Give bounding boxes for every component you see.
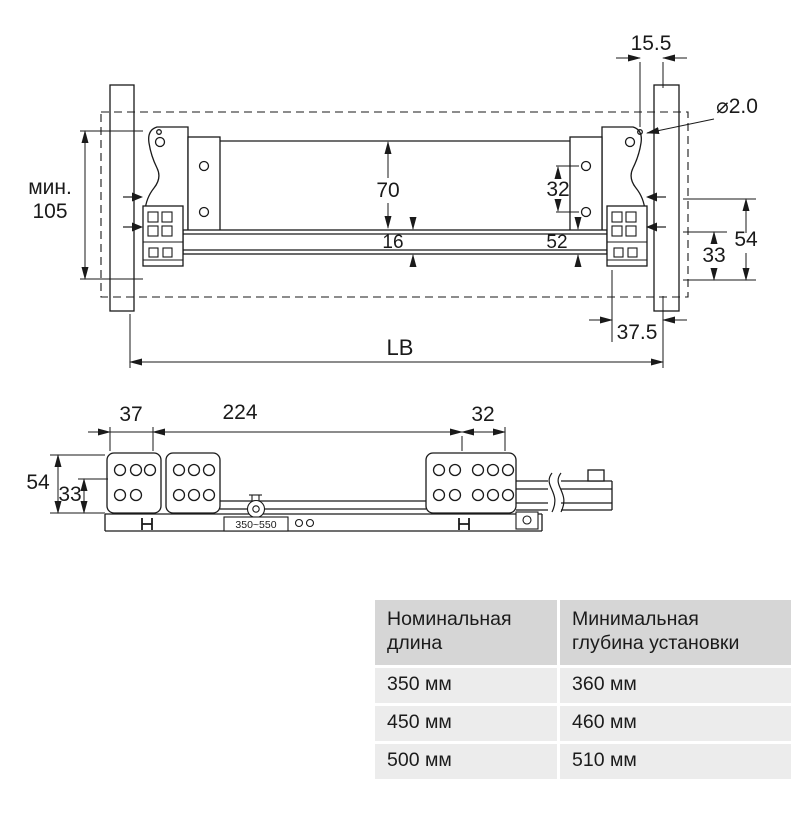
- mount-arrow-icon: [646, 192, 657, 202]
- mounting-plate: [425, 452, 517, 514]
- dim-32-side: 32: [461, 403, 506, 451]
- mount-arrow-icon: [132, 192, 143, 202]
- mounting-plate: [165, 452, 221, 514]
- rear-hook: [515, 511, 539, 530]
- spec-table: Номинальная длина Минимальная глубина ус…: [375, 600, 791, 779]
- spec-table-header-row: Номинальная длина Минимальная глубина ус…: [375, 600, 791, 665]
- side-view: 350~550 37 224 32: [26, 401, 613, 532]
- col-header-min-install-depth: Минимальная глубина установки: [560, 600, 791, 665]
- cell-min-depth: 460 мм: [560, 705, 791, 741]
- dim-15-5: 15.5: [616, 32, 687, 127]
- left-locking-clip: [142, 205, 184, 267]
- table-row: 500 мм 510 мм: [375, 743, 791, 779]
- side-view-dimensions: 37 224 32 54 33: [26, 401, 506, 514]
- front-view: 15.5 ⌀2.0 мин. 105 70: [28, 32, 758, 368]
- dim-33-side: 33: [58, 478, 108, 514]
- screw-hole: [580, 160, 592, 172]
- rail-hook: [587, 469, 605, 482]
- length-label-box: [223, 516, 289, 532]
- break-squiggle-icon: [548, 472, 556, 513]
- right-locking-clip: [606, 205, 648, 267]
- drawer-outline-dashed: [100, 111, 689, 298]
- pin-hole-2mm: [637, 129, 643, 135]
- break-squiggle-icon: [557, 472, 565, 513]
- dim-33-side-label: 33: [58, 483, 81, 506]
- clip-slot-icon: [458, 518, 470, 530]
- dim-lb-label: LB: [387, 335, 414, 360]
- dim-32-label: 32: [546, 178, 569, 201]
- dim-54-label: 54: [734, 228, 758, 251]
- dim-52: 52: [546, 217, 582, 267]
- break-mask: [548, 473, 561, 512]
- dim-224-label: 224: [222, 401, 257, 424]
- rail-length-range-label: 350~550: [235, 519, 276, 531]
- dim-16: 16: [382, 217, 417, 267]
- adjustment-mechanism: 350~550: [223, 494, 539, 532]
- hole-diameter-label: ⌀2.0: [716, 95, 758, 118]
- dim-54-front: 54: [683, 198, 758, 281]
- dim-70-label: 70: [376, 179, 399, 202]
- cell-nominal-length: 450 мм: [375, 705, 557, 741]
- dim-33-front: 33: [683, 231, 727, 281]
- front-mounting-plates: [106, 452, 221, 530]
- dim-32-front: 32: [546, 165, 579, 213]
- dim-min-105: мин. 105: [28, 130, 143, 280]
- table-row: 350 мм 360 мм: [375, 667, 791, 703]
- min-depth-value: 105: [32, 200, 67, 223]
- mount-arrow-icon: [646, 222, 657, 232]
- right-cabinet-panel: [653, 84, 680, 312]
- dim-33-label: 33: [702, 244, 725, 267]
- cell-min-depth: 360 мм: [560, 667, 791, 703]
- screw-hole: [198, 206, 210, 218]
- dim-37-5-label: 37.5: [617, 321, 658, 344]
- dim-32-side-label: 32: [471, 403, 494, 426]
- mounting-arrows: [123, 192, 666, 232]
- screw-hole: [580, 206, 592, 218]
- rear-mounting-plate: [425, 452, 517, 530]
- dim-52-label: 52: [546, 232, 567, 253]
- screw-hole: [198, 160, 210, 172]
- dim-16-label: 16: [382, 232, 403, 253]
- dim-hole-diameter: ⌀2.0: [646, 95, 758, 134]
- col-header-nominal-length: Номинальная длина: [375, 600, 557, 665]
- pin-hole-2mm: [156, 129, 162, 135]
- bottom-rail-strip: [104, 513, 543, 532]
- dim-70: 70: [376, 141, 400, 229]
- front-view-dimensions: 15.5 ⌀2.0 мин. 105 70: [28, 32, 758, 368]
- clip-slot-icon: [141, 518, 153, 530]
- min-depth-label: мин.: [28, 176, 72, 199]
- dim-224: 224: [152, 401, 463, 451]
- dim-37-5: 37.5: [589, 270, 687, 368]
- right-rail: [516, 469, 613, 513]
- dim-54-side: 54: [26, 454, 105, 514]
- dim-lb: LB: [129, 314, 664, 368]
- dim-15-5-label: 15.5: [631, 32, 672, 55]
- cell-min-depth: 510 мм: [560, 743, 791, 779]
- cell-nominal-length: 350 мм: [375, 667, 557, 703]
- mount-arrow-icon: [132, 222, 143, 232]
- rivet: [624, 136, 636, 148]
- rivet: [154, 136, 166, 148]
- dim-54-side-label: 54: [26, 471, 50, 494]
- left-cabinet-panel: [109, 84, 135, 312]
- drawer-slide-drawing: 15.5 ⌀2.0 мин. 105 70: [26, 32, 758, 532]
- mounting-plate: [106, 452, 162, 514]
- table-row: 450 мм 460 мм: [375, 705, 791, 741]
- dim-37-label: 37: [119, 403, 142, 426]
- drawer-rail: [182, 229, 608, 255]
- cell-nominal-length: 500 мм: [375, 743, 557, 779]
- dim-37-side: 37: [88, 403, 154, 451]
